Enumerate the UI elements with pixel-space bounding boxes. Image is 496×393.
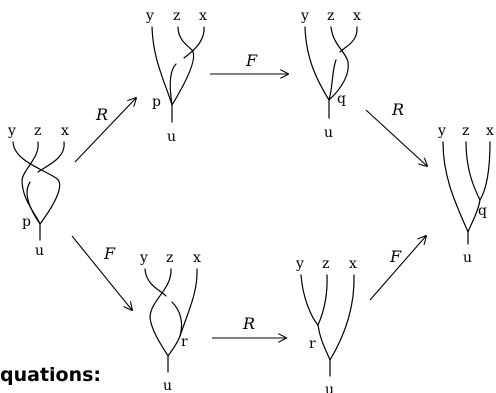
top-label-x: x [353, 8, 361, 24]
strand-x-upper [37, 141, 65, 173]
arrow-label-f-lower-left: F [103, 244, 116, 263]
strand-x [329, 274, 355, 361]
top-label-z: z [462, 123, 469, 139]
top-label-z: z [34, 123, 41, 139]
arrow-label-r-upper-left: R [95, 105, 108, 124]
strand-x-upper [183, 26, 205, 59]
diagram-right: y z x q u [437, 123, 494, 266]
top-label-y: y [437, 123, 446, 139]
strand-z [465, 141, 481, 201]
top-label-x: x [349, 256, 357, 272]
top-label-z: z [173, 8, 180, 24]
strand-z [21, 141, 41, 225]
top-label-z: z [327, 8, 334, 24]
diagram-top-middle: y z x p u [145, 8, 207, 145]
strand-x [479, 141, 491, 201]
strand-x-lower [26, 181, 41, 225]
arrow-top-right-to-right [365, 109, 427, 166]
top-label-z: z [322, 256, 329, 272]
top-label-y: y [145, 8, 154, 24]
vertex-label: r [309, 336, 316, 352]
top-label-y: y [7, 123, 16, 139]
vertex-label: q [337, 91, 346, 107]
strand-x-upper [339, 26, 358, 53]
root-label: u [463, 250, 472, 266]
top-label-y: y [300, 8, 309, 24]
strand-x [167, 268, 198, 357]
diagram-left: y z x p u [7, 123, 69, 259]
strand-x-lower [169, 63, 177, 106]
diagram-bottom-middle: y z x r u [139, 250, 201, 393]
arrow-label-r-bottom: R [242, 314, 255, 333]
strand-z [328, 26, 349, 101]
strand-z [171, 26, 195, 106]
top-label-z: z [166, 250, 173, 266]
strand-y-upper [144, 268, 167, 297]
top-label-x: x [199, 8, 207, 24]
top-label-x: x [193, 250, 201, 266]
strand-z [317, 274, 328, 326]
top-label-y: y [295, 256, 304, 272]
arrow-label-f-top: F [245, 51, 258, 70]
root-label: u [167, 129, 176, 145]
strand-y-lower [171, 301, 183, 337]
top-label-x: x [486, 123, 494, 139]
inner-branch [317, 324, 331, 361]
vertex-label: p [152, 94, 161, 110]
strand-y [151, 26, 173, 106]
top-label-y: y [139, 250, 148, 266]
arrow-bottom-right-to-right [369, 236, 426, 301]
strand-y [442, 141, 469, 233]
vertex-label: q [478, 203, 487, 219]
vertex-label: r [181, 334, 188, 350]
strand-y [300, 274, 319, 326]
strand-y [12, 141, 61, 225]
root-label: u [35, 243, 44, 259]
arrow-left-to-top [74, 98, 136, 163]
strand-x-lower [328, 59, 337, 101]
arrow-left-to-bottom [71, 235, 132, 310]
inner-branch [467, 199, 481, 233]
root-label: u [163, 378, 172, 393]
arrows: R F R F R F [71, 51, 427, 338]
vertex-label: p [22, 214, 31, 230]
root-label: u [325, 382, 334, 393]
strand-y [304, 26, 330, 101]
arrow-label-r-upper-right: R [391, 100, 404, 119]
root-label: u [324, 125, 333, 141]
strand-z [149, 268, 172, 357]
diagram-top-right: y z x q u [300, 8, 361, 141]
diagram-bottom-right: y z x r u [295, 256, 357, 393]
equations-caption: quations: [0, 364, 102, 386]
top-label-x: x [61, 123, 69, 139]
arrow-label-f-lower-right: F [389, 247, 402, 266]
